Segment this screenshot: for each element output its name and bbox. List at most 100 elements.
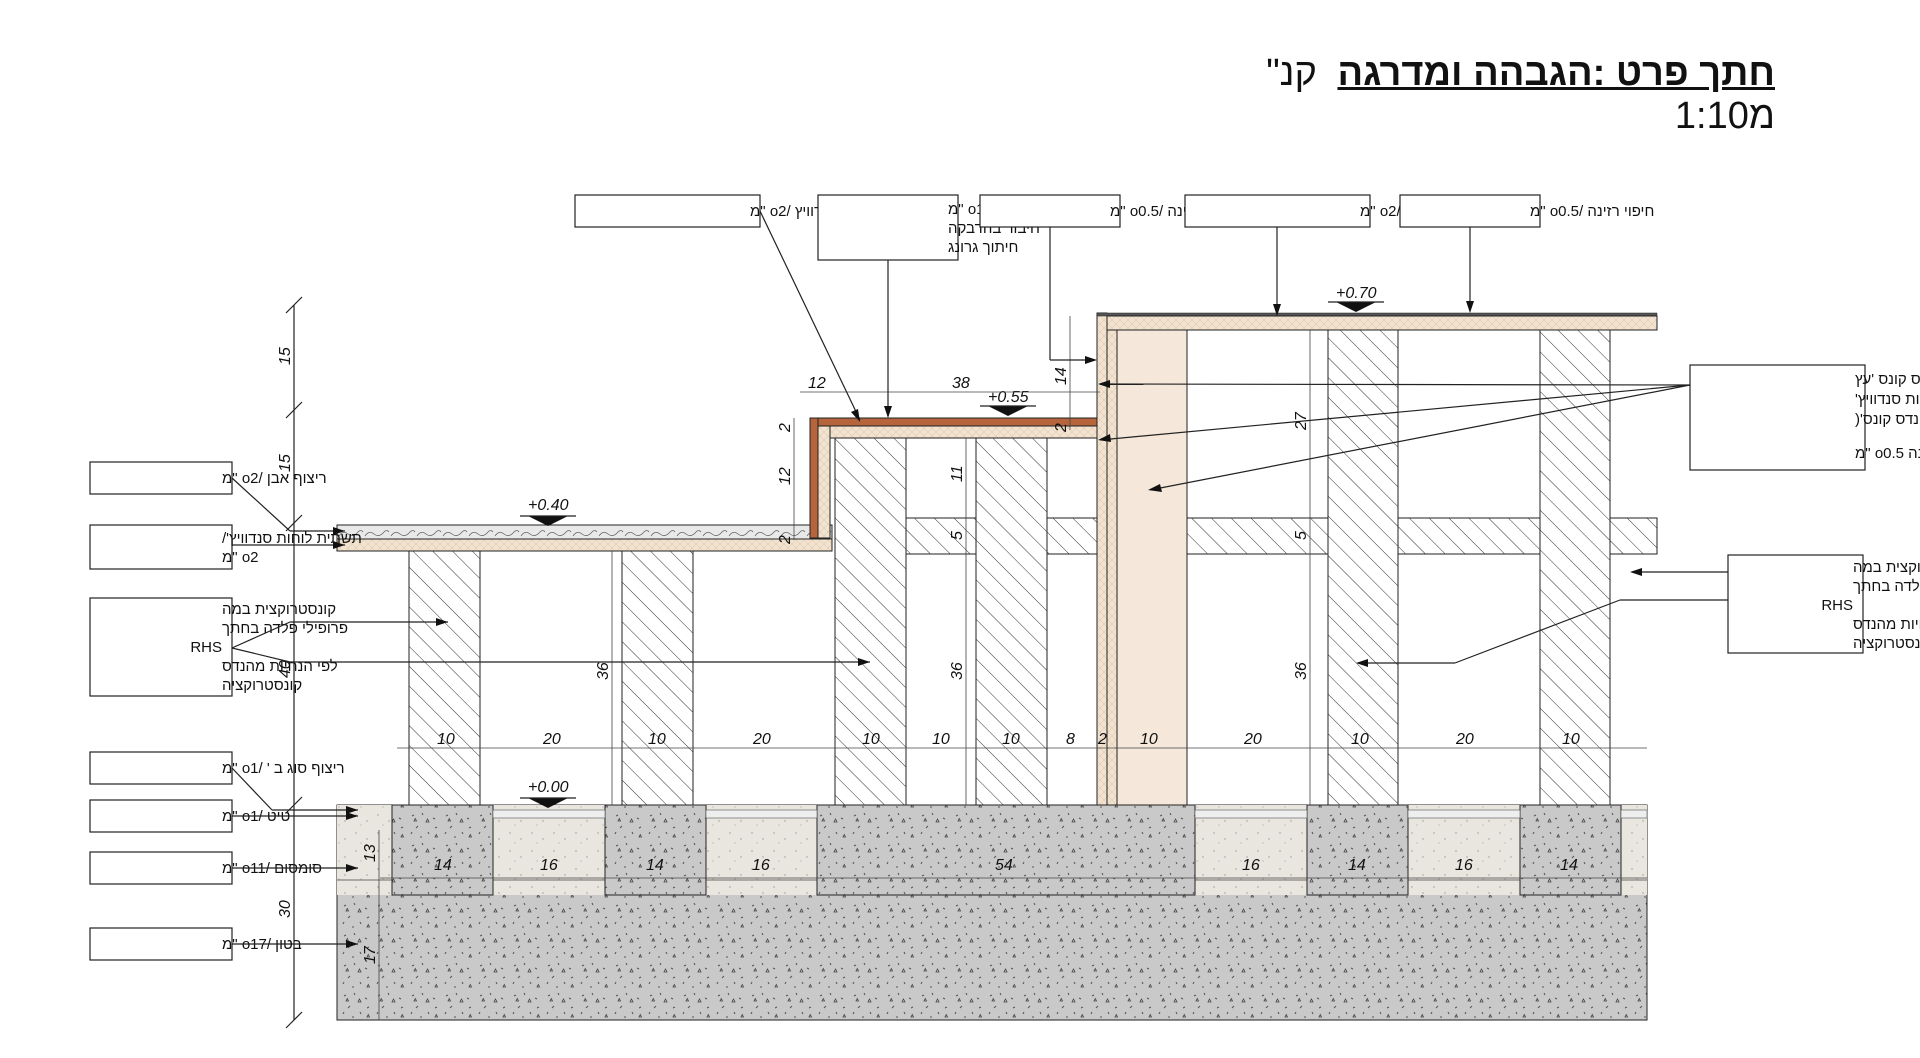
dim-36b: 36: [949, 662, 966, 680]
dim-13: 13: [362, 844, 379, 862]
footing: [391, 804, 494, 896]
dim-foot-2: 14: [646, 857, 664, 874]
steel-beam: [1397, 517, 1541, 555]
svg-text:-גמר חיפוי רזינה o0.5 "מ: -גמר חיפוי רזינה o0.5 "מ: [1855, 445, 1920, 462]
dim-row-7: 8: [1066, 731, 1075, 748]
wall-sandwich: [1106, 315, 1118, 806]
dim-11: 11: [949, 465, 966, 482]
svg-text:תשתית לוחות סנדוויץ'/: תשתית לוחות סנדוויץ'/: [222, 530, 362, 547]
svg-text:חיתוך גרונג: חיתוך גרונג: [948, 239, 1018, 256]
svg-text:פרופילי פלדה בחתך: פרופילי פלדה בחתך: [222, 620, 348, 637]
callout-mortar: טיט /o1 "מ: [89, 799, 358, 833]
level-040-label: +0.40: [528, 497, 569, 514]
callout-resin-b: חיפוי רזינה /o0.5 "מ: [1399, 194, 1654, 313]
level-marker-040: +0.40: [520, 497, 576, 526]
dim-row-1: 20: [542, 731, 561, 748]
svg-text:o2 "מ: o2 "מ: [222, 549, 259, 566]
dim-17: 17: [362, 945, 379, 964]
drawing-title: חתך פרט :הגבהה ומדרגה קנ" מ1:10: [1175, 52, 1775, 137]
svg-text:פרופילי פלדה בחתך: פרופילי פלדה בחתך: [1853, 578, 1920, 595]
callout-sand: סומסום /o11 "מ: [89, 851, 358, 885]
level-070-label: +0.70: [1336, 285, 1377, 302]
steel-beam: [1609, 517, 1658, 555]
dim-row-4: 10: [862, 731, 880, 748]
footing: [1519, 804, 1622, 896]
callout-floor-b: ריצוף סוג ב ' /o1 "מ: [89, 751, 358, 814]
dim-36a: 36: [595, 662, 612, 680]
inner-dimensions: 36 36 11 5 36 27 5 12 2 2 14 2 13 17: [362, 316, 1311, 1020]
dim-left-40: 40: [277, 660, 294, 678]
title-scale: קנ" מ1:10: [1266, 52, 1775, 137]
dim-foot-1: 16: [540, 857, 558, 874]
callout-stone-floor: ריצוף אבן /o2 "מ: [89, 461, 345, 535]
footing-wide: [816, 804, 1196, 896]
footing: [604, 804, 707, 896]
steel-beam: [905, 517, 977, 555]
dim-left-30: 30: [277, 900, 294, 918]
dim-foot-7: 16: [1455, 857, 1473, 874]
footing: [1306, 804, 1409, 896]
floor-tile: [1194, 809, 1308, 819]
dim-row-5: 10: [932, 731, 950, 748]
dim-foot-8: 14: [1560, 857, 1578, 874]
level-055-label: +0.55: [988, 389, 1029, 406]
sandwich-base-low: [336, 538, 833, 552]
sandwich-riser: [817, 425, 831, 539]
svg-text:-קיר על-בסיס קונס 'עץ: -קיר על-בסיס קונס 'עץ: [1855, 371, 1920, 388]
dim-foot-0: 14: [434, 857, 452, 874]
steel-post: [1327, 329, 1399, 806]
callout-steel-frame-left: קונסטרוקצית במה פרופילי פלדה בחתך RHS לפ…: [89, 597, 870, 697]
svg-text:קונסטרוקציה: קונסטרוקציה: [1853, 635, 1920, 652]
top-dimensions: 12 38: [800, 375, 1100, 393]
steel-post: [975, 437, 1048, 806]
callout-steel-frame-right: קונסטרוקצית במה פרופילי פלדה בחתך RHS לפ…: [1356, 554, 1920, 667]
dim-row-10: 20: [1243, 731, 1262, 748]
dim-36c: 36: [1293, 662, 1310, 680]
dim-top-12: 12: [808, 375, 826, 392]
svg-text:)עפ" הנחיות מהנדס קונס'(: )עפ" הנחיות מהנדס קונס'(: [1855, 411, 1920, 428]
level-marker-000: +0.00: [520, 779, 576, 808]
floor-tile: [1407, 809, 1521, 819]
dim-row-6: 10: [1002, 731, 1020, 748]
dim-foot-6: 14: [1348, 857, 1366, 874]
level-marker-055: +0.55: [980, 389, 1036, 416]
svg-text:חיפוי רזינה /o0.5 "מ: חיפוי רזינה /o0.5 "מ: [1530, 203, 1654, 220]
dim-5b: 5: [1293, 531, 1310, 540]
steel-post: [1539, 329, 1611, 806]
callout-wall: -קיר על-בסיס קונס 'עץ -חיפוי לוחות סנדוו…: [1098, 364, 1920, 492]
callout-oak: חיפוי עץ אלון /o1 "מ חיבור בהדבקה חיתוך …: [817, 194, 1073, 418]
svg-text:ריצוף אבן /o2 "מ: ריצוף אבן /o2 "מ: [222, 470, 327, 487]
steel-beam: [1186, 517, 1329, 555]
floor-tile: [1620, 809, 1648, 819]
dim-2c: 2: [1053, 423, 1070, 433]
dim-row-0: 10: [437, 731, 455, 748]
sandwich-high: [1106, 315, 1658, 331]
callout-sandwich-base: תשתית לוחות סנדוויץ'/ o2 "מ: [89, 524, 362, 570]
dim-foot-4: 54: [995, 857, 1013, 874]
steel-post: [408, 550, 481, 806]
svg-text:קונסטרוקצית במה: קונסטרוקצית במה: [222, 601, 336, 618]
dim-left-15a: 15: [277, 347, 294, 365]
svg-text:RHS: RHS: [1821, 597, 1853, 614]
dim-5a: 5: [949, 531, 966, 540]
svg-text:לפי הנחיות מהנדס: לפי הנחיות מהנדס: [1853, 616, 1920, 633]
dim-row-9: 10: [1140, 731, 1158, 748]
dim-left-15b: 15: [277, 454, 294, 472]
dim-row-8: 2: [1097, 731, 1107, 748]
dim-top-38: 38: [952, 375, 970, 392]
bottom-dimension-row: 10 20 10 20 10 10 10 8 2 10 20 10 20 10: [397, 731, 1647, 749]
title-main: חתך פרט :הגבהה ומדרגה: [1337, 52, 1775, 94]
dim-row-11: 10: [1351, 731, 1369, 748]
dim-row-13: 10: [1562, 731, 1580, 748]
steel-post: [834, 437, 907, 806]
stone-floor-layer: [336, 524, 833, 540]
wall-core: [1116, 329, 1188, 806]
dim-14: 14: [1053, 367, 1070, 385]
steel-post: [621, 550, 694, 806]
dim-foot-5: 16: [1242, 857, 1260, 874]
dim-12: 12: [777, 467, 794, 485]
svg-text:RHS: RHS: [190, 639, 222, 656]
dim-row-12: 20: [1455, 731, 1474, 748]
